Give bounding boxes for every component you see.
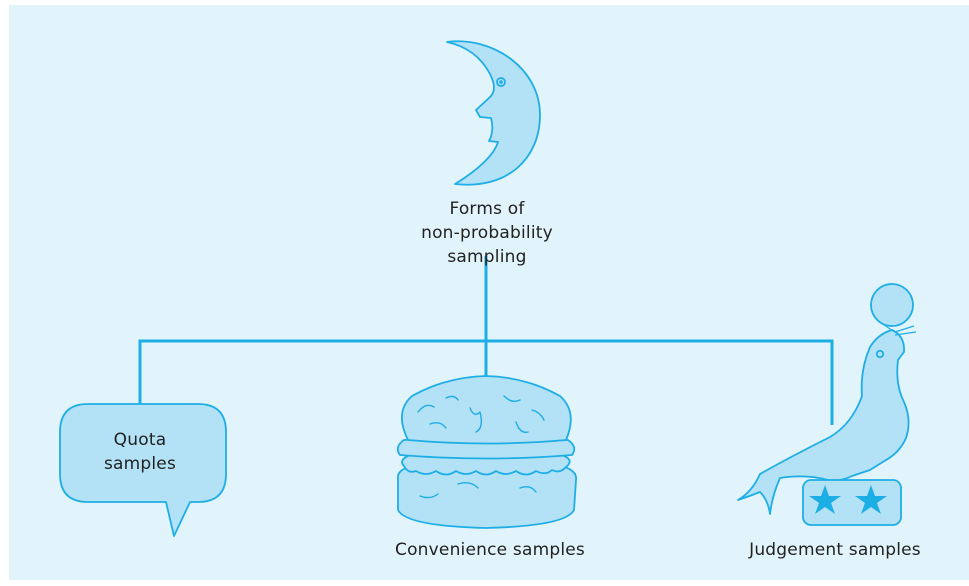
- star-icon: [855, 485, 887, 514]
- burger-icon: [396, 375, 577, 529]
- speech-bubble-icon: [59, 403, 227, 537]
- star-icon: [809, 485, 841, 514]
- connector-lines: [138, 256, 834, 425]
- root-label-line2: non-probability sampling: [421, 223, 553, 267]
- judgement-samples-label: Judgement samples: [749, 540, 921, 560]
- root-label-line1: Forms of: [449, 199, 525, 219]
- ball: [870, 283, 914, 327]
- seal-stand: [802, 479, 902, 526]
- quota-label-line1: Quota: [113, 430, 167, 450]
- performing-seal-icon: [737, 283, 917, 526]
- convenience-samples-label: Convenience samples: [395, 540, 585, 560]
- quota-label-line2: samples: [103, 454, 177, 474]
- branch-bar: [138, 339, 834, 425]
- crescent-moon-face-icon: [446, 40, 541, 186]
- root-label: Forms of non-probability sampling: [387, 197, 587, 269]
- quota-samples-label: Quota samples: [70, 428, 210, 476]
